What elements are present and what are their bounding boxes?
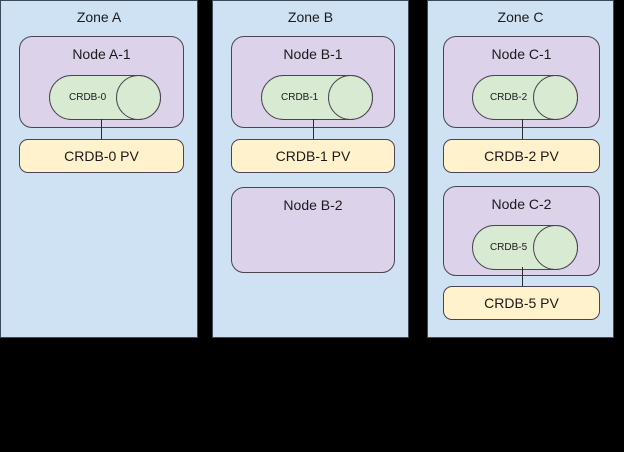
zone-title-a: Zone A <box>76 9 122 25</box>
pv-label-crdb-5: CRDB-5 PV <box>484 295 559 311</box>
node-box-c-1[interactable]: Node C-1 CRDB-2 <box>443 36 600 128</box>
zone-title-b: Zone B <box>287 9 334 25</box>
node-title-c-2: Node C-2 <box>491 196 552 212</box>
database-cylinder-crdb-5[interactable]: CRDB-5 <box>472 225 578 270</box>
connector-crdb-5-to-pv <box>522 267 523 286</box>
pv-box-crdb-0[interactable]: CRDB-0 PV <box>19 139 184 173</box>
pv-box-crdb-1[interactable]: CRDB-1 PV <box>231 139 395 173</box>
pv-label-crdb-0: CRDB-0 PV <box>64 148 139 164</box>
node-box-a-1[interactable]: Node A-1 CRDB-0 <box>19 36 184 128</box>
database-cylinder-crdb-0[interactable]: CRDB-0 <box>49 75 161 120</box>
node-box-b-1[interactable]: Node B-1 CRDB-1 <box>231 36 395 128</box>
zone-panel-b: Zone B Node B-1 CRDB-1 CRDB-1 PV Node B-… <box>212 0 409 338</box>
pv-label-crdb-1: CRDB-1 PV <box>275 148 351 164</box>
node-title-b-2: Node B-2 <box>283 197 343 213</box>
database-cylinder-crdb-1[interactable]: CRDB-1 <box>261 75 373 120</box>
node-title-a-1: Node A-1 <box>72 46 131 62</box>
node-box-b-2[interactable]: Node B-2 <box>231 187 395 273</box>
connector-crdb-0-to-pv <box>101 119 102 139</box>
pv-label-crdb-2: CRDB-2 PV <box>484 148 559 164</box>
database-cylinder-crdb-2[interactable]: CRDB-2 <box>472 75 578 120</box>
zone-panel-a: Zone A Node A-1 CRDB-0 CRDB-0 PV <box>0 0 198 338</box>
zone-panel-c: Zone C Node C-1 CRDB-2 CRDB-2 PV Node C-… <box>427 0 614 338</box>
connector-crdb-2-to-pv <box>522 119 523 139</box>
pv-box-crdb-2[interactable]: CRDB-2 PV <box>443 139 600 173</box>
connector-crdb-1-to-pv <box>313 119 314 139</box>
zone-title-c: Zone C <box>497 9 544 25</box>
node-title-b-1: Node B-1 <box>283 46 343 62</box>
node-box-c-2[interactable]: Node C-2 CRDB-5 <box>443 186 600 276</box>
pv-box-crdb-5[interactable]: CRDB-5 PV <box>443 286 600 320</box>
node-title-c-1: Node C-1 <box>491 46 552 62</box>
